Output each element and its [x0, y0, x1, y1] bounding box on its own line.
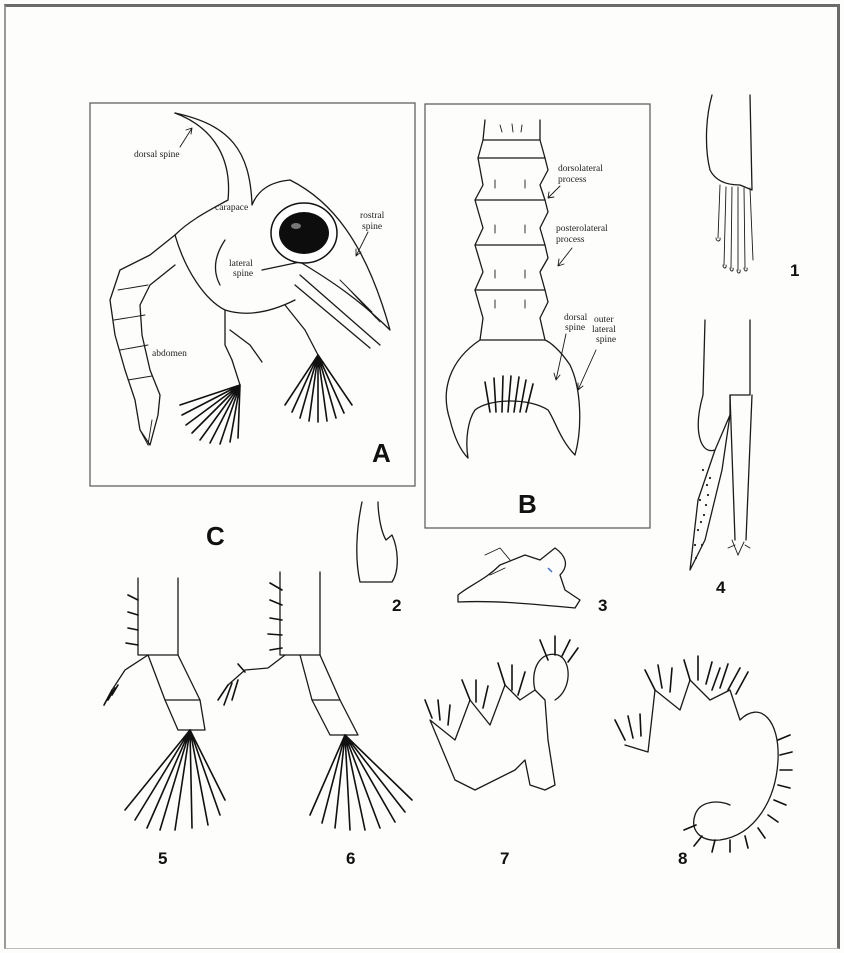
outer-lateral-arrow [578, 350, 596, 390]
abdomen-drawing [110, 235, 175, 445]
panel-b-letter: B [518, 489, 537, 519]
figure-number-3: 3 [598, 596, 607, 615]
panel-c-letter: C [206, 521, 225, 551]
dorsolateral-arrow [548, 186, 560, 198]
figure-1-drawing [706, 95, 753, 273]
telson-fork [140, 420, 152, 445]
figure-2-drawing [357, 502, 397, 582]
label-outer-lateral-2: lateral [592, 325, 616, 335]
label-rostral-2: spine [362, 222, 382, 232]
figure-6-drawing [218, 572, 412, 830]
label-outer-lateral-1: outer [594, 315, 614, 325]
antennule-spine [295, 285, 370, 348]
label-dorsal-spine: dorsal spine [134, 150, 180, 160]
maxilliped-left [232, 360, 240, 385]
thoracic-legs [225, 310, 262, 362]
eye-pupil [279, 212, 329, 254]
telson-setae [485, 376, 533, 412]
figure-number-1: 1 [790, 261, 799, 280]
panel-b: dorsolateral process posterolateral proc… [425, 104, 650, 528]
label-dorsal-spine-b-2: spine [565, 323, 585, 333]
label-carapace: carapace [215, 203, 248, 213]
label-rostral-1: rostral [360, 211, 385, 221]
label-dorsolateral-1: dorsolateral [558, 164, 603, 174]
panel-a-frame [90, 103, 415, 486]
panel-b-frame [425, 104, 650, 528]
posterolateral-arrow [558, 248, 572, 266]
setal-fan-left [180, 385, 240, 444]
dorsal-spine-drawing [175, 113, 290, 205]
label-posterolateral-1: posterolateral [556, 224, 608, 234]
maxilliped-right [285, 305, 318, 355]
abdomen-segment-lines [114, 285, 152, 380]
figure-5-drawing [104, 578, 225, 830]
dorsal-spine-arrow [180, 128, 192, 147]
figure-7-drawing [425, 636, 578, 790]
figure-number-7: 7 [500, 849, 509, 868]
figure-3-drawing [458, 548, 580, 608]
setal-fan-right [285, 355, 352, 422]
figure-number-8: 8 [678, 849, 687, 868]
figure-number-4: 4 [716, 578, 726, 597]
lateral-spine-drawing [215, 240, 225, 285]
figure-8-drawing [615, 656, 792, 852]
figure-number-5: 5 [158, 849, 167, 868]
label-posterolateral-2: process [556, 235, 585, 245]
rostral-arrow [356, 232, 368, 256]
label-lateral-2: spine [233, 269, 253, 279]
label-dorsolateral-2: process [558, 175, 587, 185]
figure-number-6: 6 [346, 849, 355, 868]
figure-4-drawing [690, 320, 752, 570]
panel-a: dorsal spine carapace rostral spine late… [90, 103, 415, 486]
panel-a-letter: A [372, 438, 391, 468]
label-lateral-1: lateral [229, 259, 253, 269]
label-outer-lateral-3: spine [596, 335, 616, 345]
eye-highlight [291, 223, 301, 229]
label-abdomen: abdomen [152, 349, 187, 359]
label-dorsal-spine-b-1: dorsal [564, 313, 588, 323]
figure-number-2: 2 [392, 596, 401, 615]
